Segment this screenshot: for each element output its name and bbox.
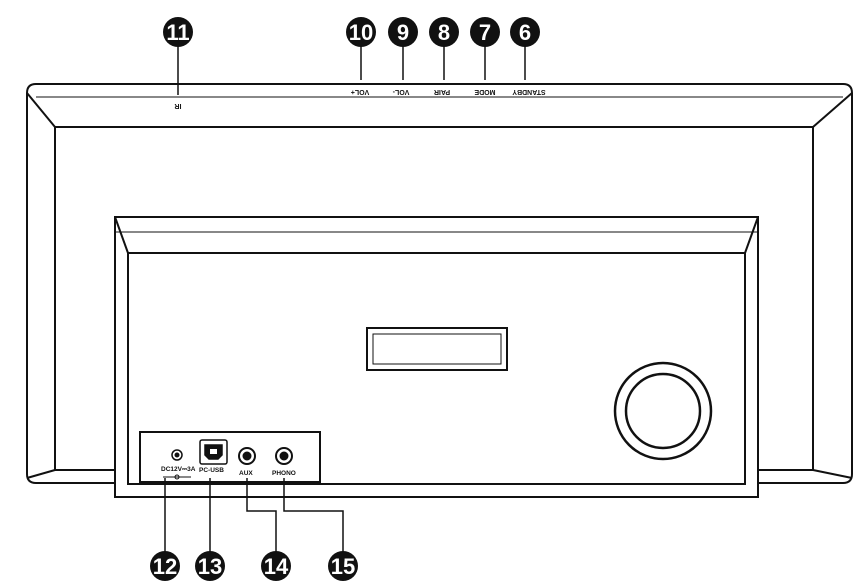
rear-panel — [114, 216, 759, 498]
phono-jack — [275, 447, 293, 465]
pair-label: PAIR — [434, 88, 450, 95]
standby-label: STANDBY — [512, 88, 546, 95]
callout-14-number: 14 — [264, 554, 289, 579]
callout-14: 14 — [261, 551, 291, 581]
dc-jack — [163, 449, 191, 480]
callout-11: 11 — [163, 17, 193, 47]
aux-jack — [238, 447, 256, 465]
pc-usb-label: PC-USB — [199, 467, 224, 474]
vol-minus-label: VOL- — [392, 88, 409, 95]
phono-label: PHONO — [272, 470, 296, 477]
callout-15-number: 15 — [331, 554, 355, 579]
pc-usb-port — [199, 439, 228, 465]
dc-label: DC12V⎓3A — [161, 466, 196, 473]
callout-8: 8 — [429, 17, 459, 47]
bass-port — [613, 361, 713, 461]
callout-12: 12 — [150, 551, 180, 581]
callout-10-number: 10 — [349, 20, 373, 45]
callout-13-number: 13 — [198, 554, 222, 579]
ir-label: IR — [175, 102, 182, 109]
callout-6: 6 — [510, 17, 540, 47]
callout-11-number: 11 — [166, 20, 189, 45]
callout-8-number: 8 — [438, 20, 450, 45]
aux-label: AUX — [239, 470, 253, 477]
vol-plus-label: VOL+ — [351, 88, 369, 95]
callout-12-number: 12 — [153, 554, 177, 579]
callout-15: 15 — [328, 551, 358, 581]
callout-7: 7 — [470, 17, 500, 47]
callout-10: 10 — [346, 17, 376, 47]
label-plate — [366, 327, 508, 371]
top-button-labels: VOL+ VOL- PAIR MODE STANDBY IR — [175, 88, 546, 109]
callout-13: 13 — [195, 551, 225, 581]
mode-label: MODE — [474, 88, 495, 95]
leader-lines — [164, 46, 526, 552]
callout-7-number: 7 — [479, 20, 491, 45]
callout-9: 9 — [388, 17, 418, 47]
callout-6-number: 6 — [519, 20, 531, 45]
callout-9-number: 9 — [397, 20, 409, 45]
